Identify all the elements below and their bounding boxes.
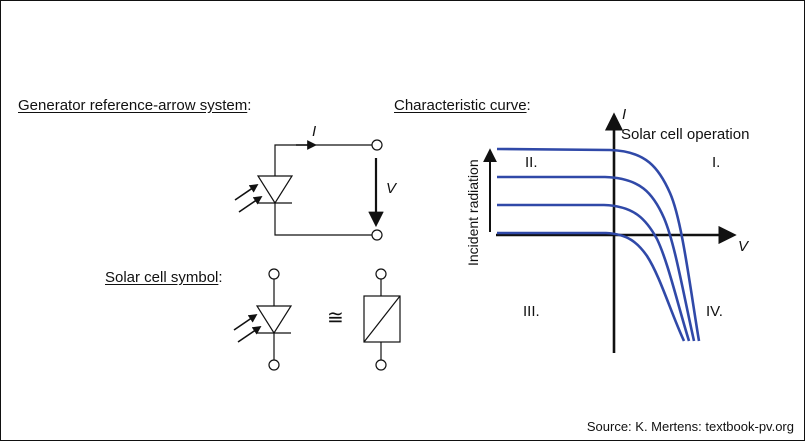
quadrant-i-label: I. [712,154,720,171]
voltage-axis-label: V [738,238,750,255]
iv-curve-medium [497,203,691,342]
solar-module-diagonal [363,295,401,343]
bottom-terminal [371,229,383,241]
source-credit: Source: K. Mertens: textbook-pv.org [586,419,794,434]
symbol-top-terminal [268,268,280,280]
current-label: I [312,123,316,140]
quadrant-ii-label: II. [525,154,538,171]
top-terminal [371,139,383,151]
incident-radiation-label: Incident radiation [465,159,481,266]
module-top-terminal [375,268,387,280]
voltage-label: V [386,180,398,197]
light-arrows-icon [234,184,263,213]
characteristic-diagram: I V Solar cell operation II. I. III. IV.… [465,106,750,353]
quadrant-iv-label: IV. [706,303,723,320]
symbol-light-arrows-icon [233,314,262,343]
generator-circuit: I V [234,123,398,241]
equivalent-symbol: ≅ [327,307,344,329]
current-axis-label: I [622,106,626,123]
top-wire [274,144,376,155]
solar-cell-operation-label: Solar cell operation [621,126,749,143]
iv-curve-high [497,175,696,342]
diode-symbol [256,155,294,205]
solar-cell-symbol-title: Solar cell symbol: [105,269,223,286]
module-bottom-terminal [375,359,387,371]
symbol-diode-triangle [255,305,293,335]
characteristic-curve-title: Characteristic curve: [394,97,531,114]
bottom-wire [274,205,376,236]
symbol-bottom-terminal [268,359,280,371]
iv-curve-highest [496,147,701,342]
quadrant-iii-label: III. [523,303,540,320]
generator-reference-title: Generator reference-arrow system: [18,97,252,114]
iv-curve-lowest [497,231,686,342]
solar-cell-symbol-group: ≅ [233,268,401,371]
